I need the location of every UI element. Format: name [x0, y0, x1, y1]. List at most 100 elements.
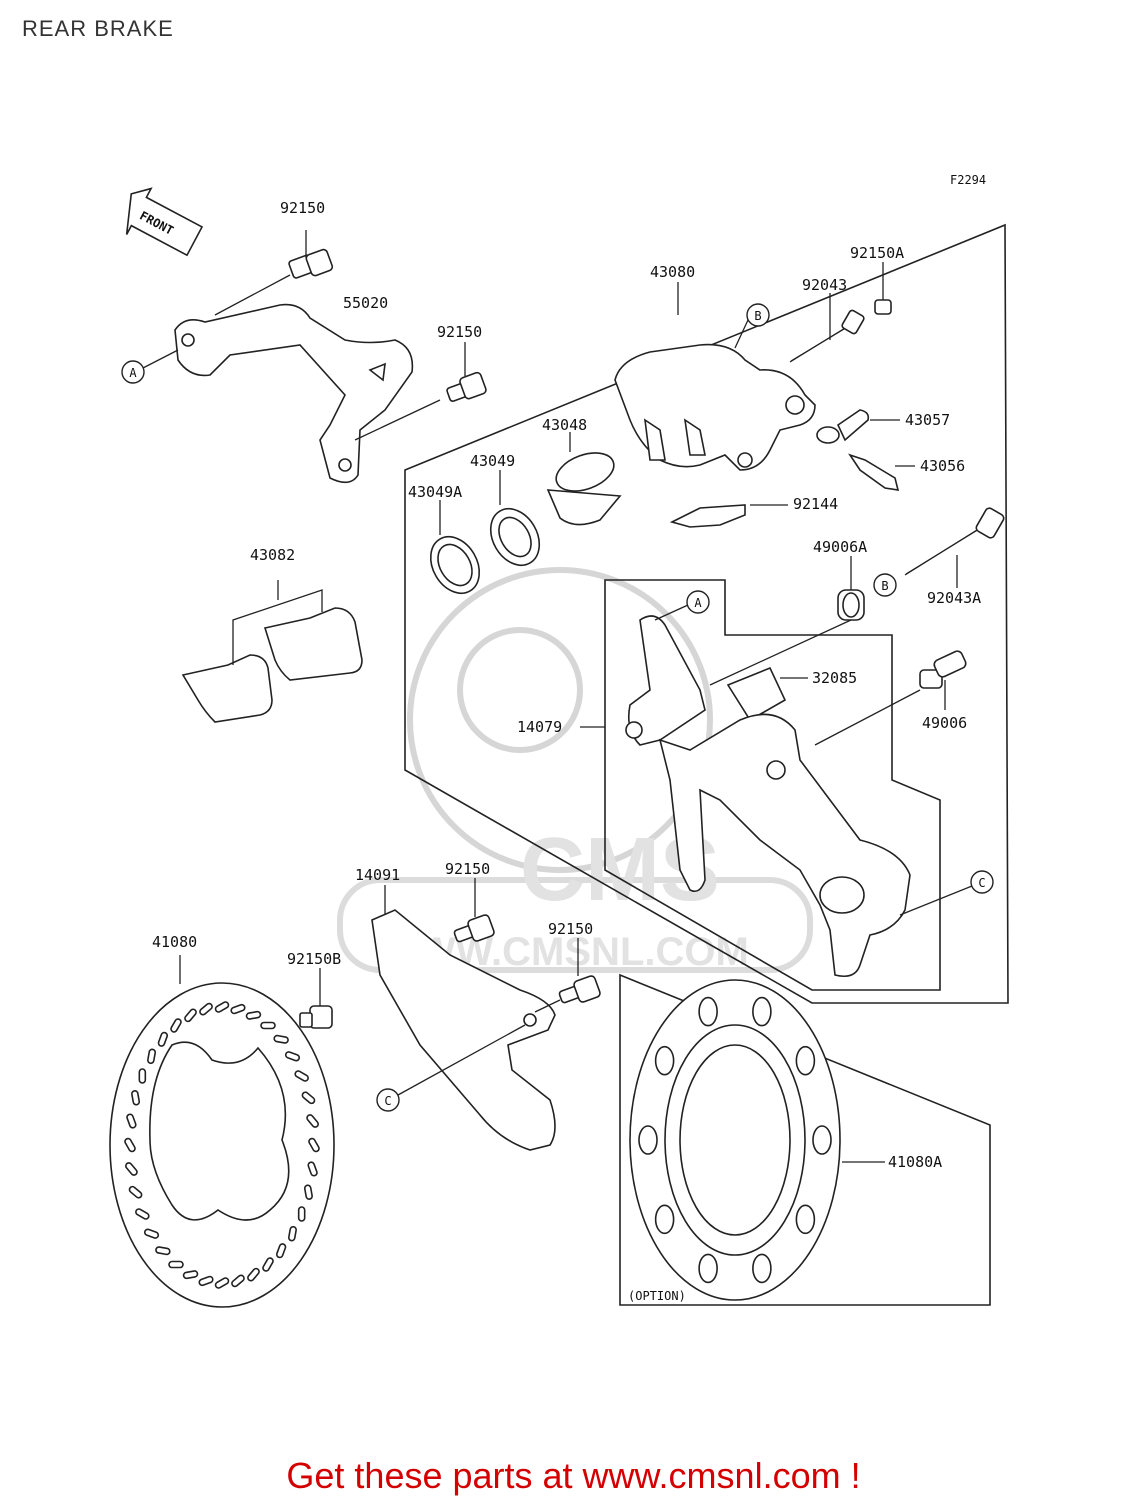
bolt-92150B: [299, 1005, 333, 1029]
footer-link-text[interactable]: Get these parts at www.cmsnl.com !: [286, 1455, 861, 1496]
spring-92144: [669, 504, 746, 528]
disc-slot: [128, 1185, 143, 1199]
ref-circle-a-bracket: A: [686, 590, 710, 614]
label-92150-low2: 92150: [548, 920, 593, 938]
bolt-49006: [919, 650, 967, 689]
bolt-92150-low2: [558, 975, 601, 1004]
brake-disc-41080A: [629, 979, 841, 1301]
label-43049: 43049: [470, 452, 515, 470]
label-92144: 92144: [793, 495, 838, 513]
disc-hole: [654, 1204, 675, 1235]
svg-text:B: B: [881, 579, 888, 593]
disc-hole: [698, 1253, 718, 1284]
label-41080A: 41080A: [888, 1153, 942, 1171]
label-55020: 55020: [343, 294, 388, 312]
bracket-subframe: [604, 579, 941, 991]
disc-slot: [294, 1070, 309, 1082]
disc-slot: [155, 1246, 171, 1256]
disc-slot: [138, 1068, 147, 1084]
disc-slot: [170, 1018, 182, 1033]
pad-spring-32085: [726, 666, 787, 722]
boot-49006A: [837, 589, 865, 621]
bleeder-valve-43056: [848, 453, 900, 491]
disc-slot: [273, 1034, 289, 1044]
svg-text:A: A: [694, 596, 702, 610]
disc-slot: [308, 1137, 320, 1153]
disc-slot: [245, 1010, 262, 1020]
label-43057: 43057: [905, 411, 950, 429]
disc-hole: [795, 1204, 816, 1235]
disc-slot: [297, 1206, 306, 1222]
svg-text:C: C: [978, 876, 985, 890]
disc-slot: [247, 1267, 260, 1282]
label-92043A: 92043A: [927, 589, 981, 607]
label-41080: 41080: [152, 933, 197, 951]
front-arrow-icon: FRONT: [125, 187, 204, 257]
disc-slot: [199, 1002, 213, 1016]
caliper-assembly-frame: [404, 223, 1009, 1004]
label-92150-top: 92150: [280, 199, 325, 217]
disc-slot: [131, 1090, 141, 1106]
disc-slot: [143, 1228, 160, 1239]
bolt-92150-top: [288, 248, 334, 279]
ref-circle-b-pin: B: [873, 573, 897, 597]
ref-circle-b-top: B: [746, 303, 770, 327]
disc-slot: [184, 1008, 197, 1023]
disc-slot: [198, 1275, 214, 1287]
svg-text:B: B: [754, 309, 761, 323]
disc-slot: [124, 1137, 136, 1153]
disc-slot: [230, 1003, 246, 1015]
seal-43049: [489, 507, 541, 567]
plug-43057: [816, 409, 870, 444]
svg-text:C: C: [384, 1094, 391, 1108]
svg-text:A: A: [129, 366, 137, 380]
pin-92043: [789, 309, 865, 363]
figure-code: F2294: [950, 173, 986, 187]
disc-slot: [135, 1208, 150, 1220]
disc-hole: [752, 996, 772, 1027]
ref-circle-c-bracket: C: [970, 870, 994, 894]
disc-slot: [307, 1161, 318, 1177]
disc-slot: [301, 1091, 316, 1105]
disc-hole: [638, 1125, 658, 1155]
seal-43049A: [429, 535, 481, 595]
brake-pedal-bracket-55020: [174, 303, 414, 484]
watermark: CMS WWW.CMSNL.COM: [337, 567, 813, 974]
disc-hole: [752, 1253, 772, 1284]
ref-circle-c-guard: C: [376, 1088, 400, 1112]
disc-hole: [795, 1045, 816, 1076]
label-49006: 49006: [922, 714, 967, 732]
disc-slot: [231, 1274, 245, 1288]
label-49006A: 49006A: [813, 538, 867, 556]
disc-slot: [284, 1051, 301, 1062]
disc-slot: [214, 1277, 230, 1289]
label-92150-low1: 92150: [445, 860, 490, 878]
bleeder-cap-92150A: [874, 299, 892, 315]
label-43080: 43080: [650, 263, 695, 281]
label-43049A: 43049A: [408, 483, 462, 501]
label-43048: 43048: [542, 416, 587, 434]
disc-slot: [168, 1260, 184, 1269]
page-title: REAR BRAKE: [22, 16, 174, 41]
disc-slot: [126, 1113, 137, 1129]
disc-slot: [275, 1243, 287, 1259]
ref-circle-a-left: A: [121, 360, 145, 384]
pin-92043A: [904, 507, 1005, 576]
caliper-body-43080: [614, 343, 816, 471]
brake-disc-41080: [109, 982, 335, 1308]
label-32085: 32085: [812, 669, 857, 687]
option-frame: [619, 973, 991, 1306]
piston-43048: [546, 452, 622, 526]
disc-slot: [262, 1257, 274, 1272]
disc-slot: [287, 1225, 297, 1242]
disc-guard-14091: [371, 909, 556, 1151]
label-92043: 92043: [802, 276, 847, 294]
disc-slot: [260, 1021, 276, 1030]
label-43082: 43082: [250, 546, 295, 564]
disc-slot: [157, 1031, 169, 1047]
bolt-92150-mid: [446, 371, 487, 402]
disc-slot: [214, 1001, 230, 1013]
bolt-92150-low1: [453, 914, 495, 943]
label-14091: 14091: [355, 866, 400, 884]
